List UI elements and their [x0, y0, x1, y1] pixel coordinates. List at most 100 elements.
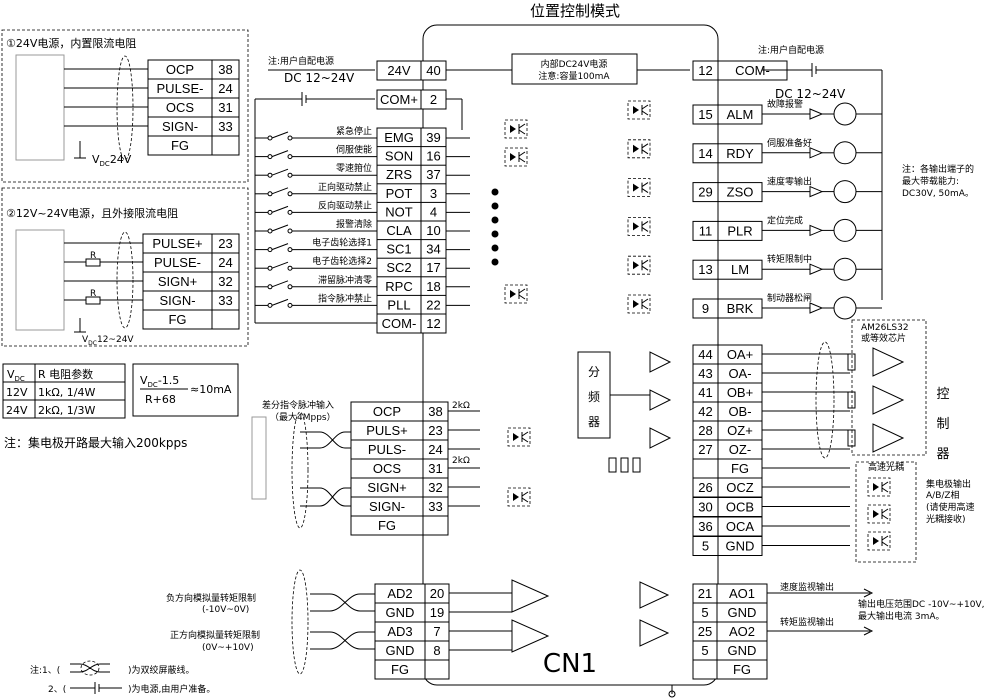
analog-in-pin-3-name: GND — [386, 643, 415, 658]
output-zso-name: ZSO — [727, 185, 754, 200]
input-pin-com-plus: COM+2 — [376, 89, 447, 110]
pulse-opto-2 — [507, 487, 531, 507]
output-plr-num: 11 — [699, 223, 713, 238]
load-lamp-0 — [833, 102, 857, 126]
analog-out-pin-4-name: FG — [733, 662, 751, 677]
divider-char-3: 器 — [588, 415, 600, 429]
opto-note-2: A/B/Z相 — [926, 489, 960, 501]
output-lm-label: 转矩限制中 — [767, 253, 812, 265]
output-rdy-label: 伺服准备好 — [767, 137, 812, 149]
input-zrs: ZRS 37 — [376, 164, 447, 185]
encoder-pin-obm-name: OB- — [728, 404, 751, 419]
pulse-pin-5-num: 33 — [428, 499, 442, 514]
encoder-pin-oam-num: 43 — [698, 366, 712, 381]
input-zrs-name: ZRS — [386, 167, 412, 182]
controller-char-2: 制 — [936, 417, 949, 432]
output-opto-1 — [627, 139, 651, 159]
left2-pin-0-num: 23 — [218, 236, 232, 251]
output-opto-0 — [627, 100, 651, 120]
encoder-shield — [815, 341, 835, 459]
encoder-pin-ozp-num: 28 — [698, 423, 712, 438]
analog-out-pin-1-name: GND — [728, 605, 757, 620]
controller-char-3: 器 — [936, 447, 949, 462]
left-panel-1-title: ①24V电源，内置限流电阻 — [6, 36, 136, 50]
output-dc-label: DC 12~24V — [775, 87, 846, 101]
encoder-pin-obp-name: OB+ — [727, 385, 753, 400]
input-not-name: NOT — [385, 204, 413, 219]
pulse-pin-4-num: 32 — [428, 480, 442, 495]
optocoupler-box — [855, 461, 917, 563]
left2-resistor-label-1: R — [90, 251, 96, 261]
input-pin-com-plus-num: 2 — [430, 92, 437, 107]
pulse-pin-2-name: PULS- — [368, 442, 406, 457]
input-zrs-num: 37 — [426, 167, 440, 182]
input-pin-com-minus-num: 12 — [426, 316, 440, 331]
output-brk-num: 9 — [702, 301, 709, 316]
analog-in-pin-3-num: 8 — [433, 643, 440, 658]
input-emg-name: EMG — [384, 130, 414, 145]
input-sc2-name: SC2 — [386, 260, 411, 275]
output-brk-label: 制动器松闸 — [767, 292, 812, 304]
formula-result: ≈10mA — [190, 383, 232, 396]
left2-pin-4-name: FG — [168, 312, 186, 327]
analog-in-pin-0-name: AD2 — [387, 586, 412, 601]
input-pll-name: PLL — [387, 297, 410, 312]
encoder-pin-ocb-num: 30 — [698, 500, 712, 515]
chip-label-2: 或等效芯片 — [861, 332, 906, 344]
pulse-pin-3-num: 31 — [428, 461, 442, 476]
param-header-r: R 电阻参数 — [38, 367, 93, 381]
left2-pin-2: SIGN+32 — [142, 271, 240, 292]
left1-driver-box — [15, 54, 65, 161]
analog-in-pin-4-name: FG — [391, 662, 409, 677]
diagram-title: 位置控制模式 — [530, 2, 620, 20]
left2-pin-1: PULSE-24 — [142, 252, 240, 273]
encoder-opto-3 — [867, 531, 891, 551]
pulse-pin-3-name: OCS — [373, 461, 402, 476]
pulse-pin-0-name: OCP — [373, 404, 401, 419]
left-panel-2-border — [1, 187, 249, 347]
input-pot-label: 正向驱动禁止 — [318, 181, 372, 193]
internal-power-line1: 内部DC24V电源 — [541, 58, 608, 70]
left1-pin-3-name: SIGN- — [162, 119, 198, 134]
analog-pos-label-1: 正方向模拟量转矩限制 — [170, 629, 260, 641]
left1-shield — [116, 55, 134, 161]
input-cla-num: 10 — [426, 223, 440, 238]
input-sc1-num: 34 — [426, 242, 440, 257]
encoder-pin-obp-num: 41 — [698, 385, 712, 400]
left2-driver-box — [15, 229, 65, 331]
left1-pin-2-num: 31 — [218, 100, 232, 115]
encoder-pin-oca-name: OCA — [726, 519, 755, 534]
analog-out-amp-1 — [639, 581, 670, 609]
output-user-power-note: 注:用户自配电源 — [758, 44, 824, 56]
output-lm-name: LM — [731, 262, 749, 277]
left1-pin-0-name: OCP — [166, 62, 194, 77]
left2-pin-2-num: 32 — [218, 274, 232, 289]
analog-in-pin-4: FG — [374, 659, 450, 680]
speed-monitor-label: 速度监视输出 — [780, 581, 834, 593]
analog-in-pin-0-num: 20 — [430, 586, 444, 601]
input-zrs-label: 零速箝位 — [336, 162, 372, 174]
analog-out-pin-4: FG — [692, 659, 768, 680]
pulse-pin-2: PULS-24 — [350, 439, 449, 460]
encoder-pin-ocz-name: OCZ — [726, 480, 754, 495]
formula-numerator: VDC-1.5 — [140, 374, 179, 389]
analog-in-pin-2-num: 7 — [433, 624, 440, 639]
pullup-r-0 — [608, 457, 617, 473]
resistor-param-table: VDC R 电阻参数 12V 1kΩ, 1/4W 24V 2kΩ, 1/3W — [2, 363, 126, 419]
